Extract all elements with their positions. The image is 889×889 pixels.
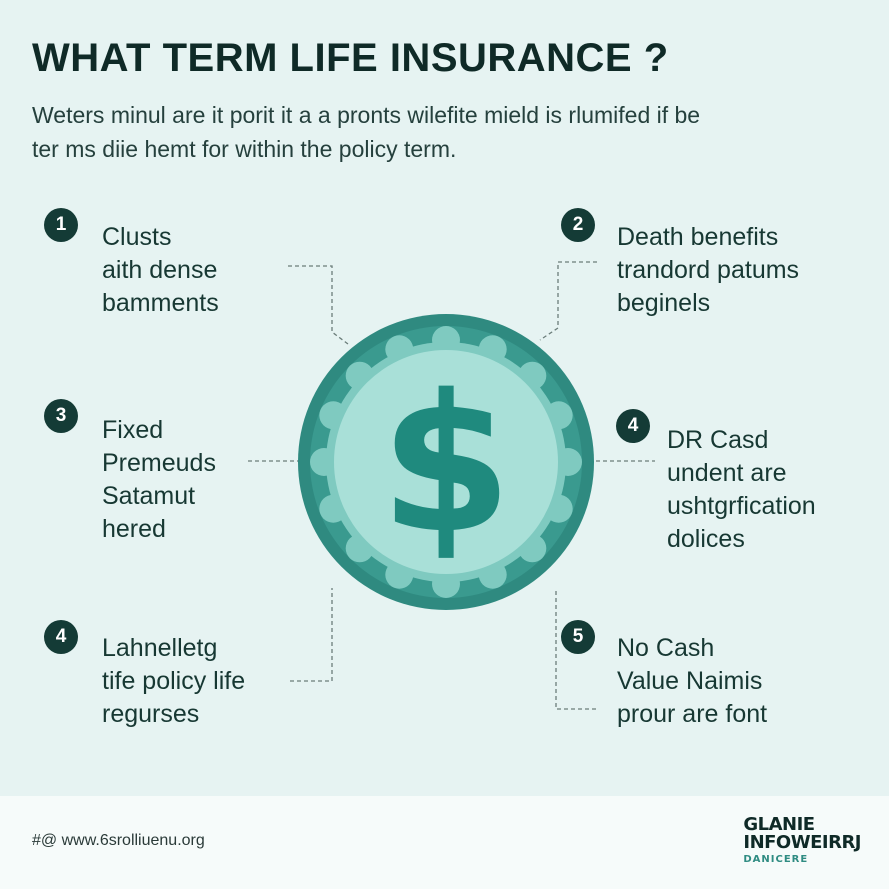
coin-scallop	[544, 494, 573, 523]
item-line: Lahnelletg	[102, 634, 218, 662]
page-title: WHAT TERM LIFE INSURANCE ?	[32, 36, 669, 80]
item-line: Clusts	[102, 223, 172, 251]
number-badge: 1	[44, 208, 78, 242]
intro-text: Weters minul are it porit it a a pronts …	[32, 98, 832, 166]
number-badge: 4	[44, 620, 78, 654]
coin-scallop	[310, 448, 338, 476]
brand-line: INFOWEIRRJ	[743, 832, 861, 853]
item-line: prour are font	[617, 700, 768, 728]
connector-lines	[248, 261, 655, 710]
item-5-text: Lahnelletg tife policy life regurses	[102, 632, 245, 731]
item-line: aith dense	[102, 256, 218, 284]
item-line: Satamut	[102, 482, 196, 510]
item-line: Death benefits	[617, 223, 779, 251]
number-badge: 4	[616, 409, 650, 443]
coin-scallop	[478, 560, 507, 589]
item-line: undent are	[667, 459, 787, 487]
item-line: trandord patums	[617, 256, 800, 284]
coin-scallop	[319, 401, 348, 430]
item-2-text: Death benefits trandord patums beginels	[617, 221, 799, 320]
coin-scallop	[432, 326, 460, 354]
item-line: tife policy life	[102, 667, 246, 695]
footer-url[interactable]: #@ www.6srolliuenu.org	[32, 832, 205, 849]
item-line: dolices	[667, 525, 745, 553]
coin-scallop	[554, 448, 582, 476]
item-line: Fixed	[102, 416, 164, 444]
dollar-coin-icon: $	[298, 314, 594, 610]
item-line: ushtgrfication	[667, 492, 816, 520]
coin-scallop	[385, 335, 414, 364]
svg-text:$: $	[380, 354, 512, 575]
item-1-text: Clusts aith dense bamments	[102, 221, 219, 320]
footer: #@ www.6srolliuenu.org GLANIE INFOWEIRRJ…	[0, 796, 889, 889]
connector-1	[288, 265, 349, 345]
item-line: No Cash	[617, 634, 715, 662]
coin-scallop	[478, 335, 507, 364]
connector-2	[539, 261, 597, 341]
coin-scallop	[345, 534, 374, 563]
item-line: DR Casd	[667, 426, 769, 454]
brand-logo: GLANIE INFOWEIRRJ DANICERE	[743, 814, 861, 866]
item-line: regurses	[102, 700, 200, 728]
number-badge: 2	[561, 208, 595, 242]
badge-number: 1	[55, 214, 67, 235]
connector-6	[555, 588, 596, 710]
badge-number: 5	[572, 626, 584, 647]
number-badge: 5	[561, 620, 595, 654]
coin-scallop	[345, 361, 374, 390]
coin-scallop	[385, 560, 414, 589]
item-line: beginels	[617, 289, 711, 317]
item-4-text: DR Casd undent are ushtgrfication dolice…	[667, 424, 816, 556]
connector-5	[290, 588, 333, 682]
badge-number: 2	[572, 214, 584, 235]
coin-scallop	[518, 361, 547, 390]
intro-line: Weters minul are it porit it a a pronts …	[32, 102, 701, 128]
item-3-text: Fixed Premeuds Satamut hered	[102, 414, 216, 546]
badge-number: 4	[627, 415, 639, 436]
coin-scallop	[544, 401, 573, 430]
intro-line: ter ms diie hemt for within the policy t…	[32, 136, 457, 162]
item-line: Value Naimis	[617, 667, 763, 695]
coin-scallop	[432, 570, 460, 598]
badge-number: 4	[55, 626, 67, 647]
badge-number: 3	[55, 405, 67, 426]
coin-scallop	[319, 494, 348, 523]
item-line: hered	[102, 515, 166, 543]
item-line: bamments	[102, 289, 219, 317]
coin-scallop	[518, 534, 547, 563]
item-line: Premeuds	[102, 449, 216, 477]
item-6-text: No Cash Value Naimis prour are font	[617, 632, 767, 731]
brand-line: GLANIE	[743, 814, 815, 835]
number-badge: 3	[44, 399, 78, 433]
brand-line: DANICERE	[743, 854, 809, 865]
